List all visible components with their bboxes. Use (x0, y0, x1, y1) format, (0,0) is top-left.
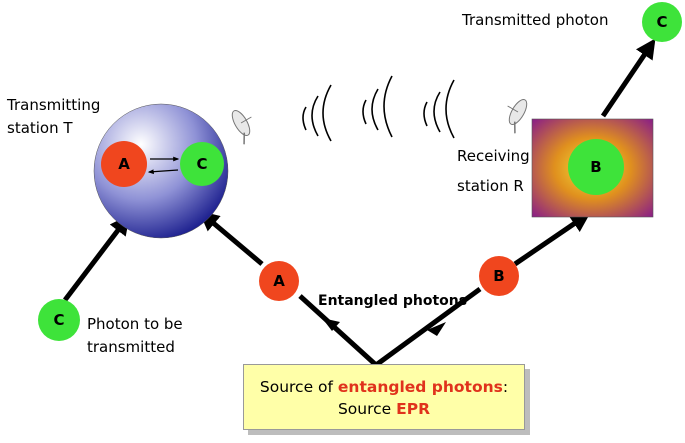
label-transmitted-photon: Transmitted photon (461, 11, 608, 29)
label-photon-to-transmit-2: transmitted (87, 338, 175, 356)
arrow-mid-left (322, 318, 340, 331)
label-receiving-station-2: station R (457, 177, 524, 195)
arrow-mid-right (427, 322, 446, 336)
epr-source-prefix: Source of (259, 378, 338, 396)
epr-source-line-1: Source of entangled photons: (244, 376, 524, 398)
photon-c-in-station (180, 142, 224, 186)
photon-a-in-station (101, 141, 147, 187)
photon-b-in-station (568, 139, 624, 195)
epr-source-box: Source of entangled photons: Source EPR (243, 364, 525, 430)
photon-c-transmitted-label: C (656, 13, 667, 31)
label-photon-to-transmit-1: Photon to be (87, 315, 183, 333)
photon-a-entangled (259, 261, 299, 301)
label-transmitting-station-2: station T (7, 119, 73, 137)
satellite-dish-icon (231, 110, 252, 145)
photon-b-entangled-label: B (493, 267, 504, 285)
arrow-c-to-a (147, 169, 179, 175)
radio-waves-icon (302, 75, 455, 142)
label-transmitting-station-1: Transmitting (6, 96, 100, 114)
epr-source-epr: EPR (396, 400, 431, 418)
photon-b-entangled (479, 256, 519, 296)
photon-a-in-station-label: A (118, 155, 130, 173)
arrow-input-to-station-t (63, 214, 130, 302)
photon-c-transmitted (642, 2, 682, 42)
photon-b-in-station-label: B (590, 158, 601, 176)
satellite-dish-icon (507, 99, 528, 134)
label-entangled-photons: Entangled photons (318, 293, 467, 309)
epr-source-prefix-2: Source (337, 400, 397, 418)
label-receiving-station-1: Receiving (457, 147, 530, 165)
arrow-station-r-to-output (600, 38, 656, 118)
epr-source-suffix: : (502, 378, 509, 396)
epr-source-line-2: Source EPR (244, 398, 524, 420)
photon-c-input-label: C (53, 311, 64, 329)
photon-c-input (38, 299, 80, 341)
arrow-epr-to-a (298, 294, 378, 367)
epr-source-highlight: entangled photons (337, 378, 503, 396)
photon-a-entangled-label: A (273, 272, 285, 290)
arrow-b-to-station-r (513, 212, 591, 267)
arrow-epr-to-b (374, 286, 482, 368)
arrow-a-to-station-t (198, 210, 264, 266)
photon-c-in-station-label: C (196, 155, 207, 173)
